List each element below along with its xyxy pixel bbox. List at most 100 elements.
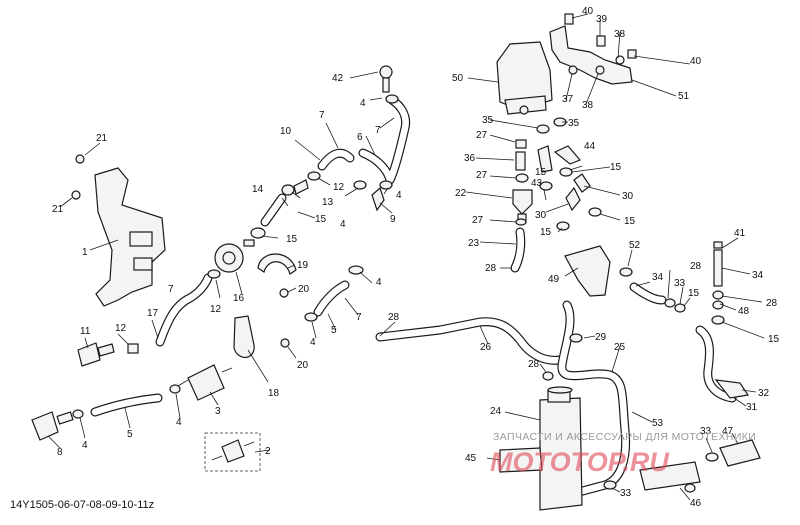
callout-19: 19: [297, 260, 309, 271]
callout-22: 22: [455, 188, 467, 199]
nut-21b: [71, 190, 81, 200]
svg-text:15: 15: [688, 288, 700, 299]
callout-43: 43: [531, 178, 543, 189]
valve-22: [512, 189, 533, 215]
callout-31: 31: [746, 402, 758, 413]
callout-33: 33: [674, 278, 686, 289]
nut-12: [127, 343, 139, 354]
nut-21: [75, 154, 85, 164]
callout-21: 21: [96, 133, 108, 144]
callout-48: 48: [738, 306, 750, 317]
bracket-49: [564, 245, 611, 297]
clamp-15: [250, 227, 266, 239]
callout-39: 39: [596, 14, 608, 25]
screw-39: [596, 35, 606, 47]
bracket-slot: [129, 231, 153, 247]
callout-14: 14: [252, 184, 264, 195]
svg-text:4: 4: [376, 277, 382, 288]
drawing-code: 14Y1505-06-07-08-09-10-11z: [10, 499, 155, 511]
callout-25: 25: [614, 342, 626, 353]
clamp-32: [714, 379, 750, 399]
callout-45: 45: [465, 453, 477, 464]
svg-text:28: 28: [766, 298, 778, 309]
fuel-filter-3: [187, 364, 225, 401]
callout-37: 37: [562, 94, 574, 105]
callout-40: 40: [582, 6, 594, 17]
clip-19: [257, 253, 297, 275]
leader-lines: [47, 13, 765, 501]
svg-text:28: 28: [690, 261, 702, 272]
callout-16: 16: [233, 293, 245, 304]
svg-text:4: 4: [82, 440, 88, 451]
screw-20b: [280, 338, 290, 348]
svg-text:4: 4: [310, 337, 316, 348]
svg-text:38: 38: [614, 29, 626, 40]
callout-12: 12: [115, 323, 127, 334]
hose-43: [537, 145, 553, 173]
callout-38: 38: [582, 100, 594, 111]
svg-text:20: 20: [297, 360, 309, 371]
callout-36: 36: [464, 153, 476, 164]
svg-text:15: 15: [624, 216, 636, 227]
callout-labels: 1 2 3 4 5 6 7 8 9 10 11 12 13 14 15 16 1…: [57, 6, 770, 509]
svg-text:40: 40: [690, 56, 702, 67]
canister-45: [499, 447, 543, 473]
svg-text:4: 4: [360, 98, 366, 109]
svg-text:7: 7: [168, 284, 174, 295]
watermark: ЗАПЧАСТИ И АКСЕССУАРЫ ДЛЯ МОТОТЕХНИКИ МО…: [490, 431, 756, 477]
pipe-41: [713, 249, 723, 287]
svg-text:15: 15: [535, 167, 547, 178]
callout-30: 30: [622, 191, 634, 202]
callout-47: 47: [722, 426, 734, 437]
svg-text:30: 30: [535, 210, 547, 221]
svg-text:28: 28: [485, 263, 497, 274]
callout-51: 51: [678, 91, 690, 102]
callout-29: 29: [595, 332, 607, 343]
svg-text:35: 35: [568, 118, 580, 129]
callout-2: 2: [265, 446, 271, 457]
callout-13: 13: [322, 197, 334, 208]
callout-34: 34: [752, 270, 764, 281]
hose-36: [515, 151, 526, 171]
svg-text:27: 27: [476, 170, 488, 181]
callout-17: 17: [147, 308, 159, 319]
svg-text:12: 12: [210, 304, 222, 315]
callout-42: 42: [332, 73, 344, 84]
reservoir-50: [496, 41, 553, 111]
callout-23: 23: [468, 238, 480, 249]
svg-text:15: 15: [610, 162, 622, 173]
fitting-11: [77, 342, 101, 367]
svg-text:7: 7: [356, 312, 362, 323]
screw-40b: [627, 49, 637, 59]
clamp-4: [353, 180, 367, 190]
callout-20: 20: [298, 284, 310, 295]
fitting-30b: [573, 173, 591, 193]
fitting-47: [719, 439, 761, 467]
callout-27: 27: [476, 130, 488, 141]
callout-49: 49: [548, 274, 560, 285]
svg-text:15: 15: [540, 227, 552, 238]
svg-text:15: 15: [286, 234, 298, 245]
svg-text:33: 33: [620, 488, 632, 499]
callout-3: 3: [215, 406, 221, 417]
watermark-line: ЗАПЧАСТИ И АКСЕССУАРЫ ДЛЯ МОТОТЕХНИКИ: [493, 431, 756, 443]
svg-text:12: 12: [333, 182, 345, 193]
banjo-42: [379, 65, 393, 79]
svg-text:4: 4: [340, 219, 346, 230]
bracket-51: [549, 25, 633, 85]
connector-9: [371, 186, 385, 212]
boxed-filter-2: [204, 432, 261, 472]
svg-text:28: 28: [528, 359, 540, 370]
svg-text:5: 5: [331, 325, 337, 336]
canister-46: [639, 461, 701, 491]
callout-24: 24: [490, 406, 502, 417]
callout-28: 28: [388, 312, 400, 323]
clamp-18: [233, 315, 255, 358]
callout-44: 44: [584, 141, 596, 152]
callout-1: 1: [82, 247, 88, 258]
callout-6: 6: [357, 132, 363, 143]
callout-26: 26: [480, 342, 492, 353]
callout-52: 52: [629, 240, 641, 251]
screw-40: [564, 13, 574, 25]
